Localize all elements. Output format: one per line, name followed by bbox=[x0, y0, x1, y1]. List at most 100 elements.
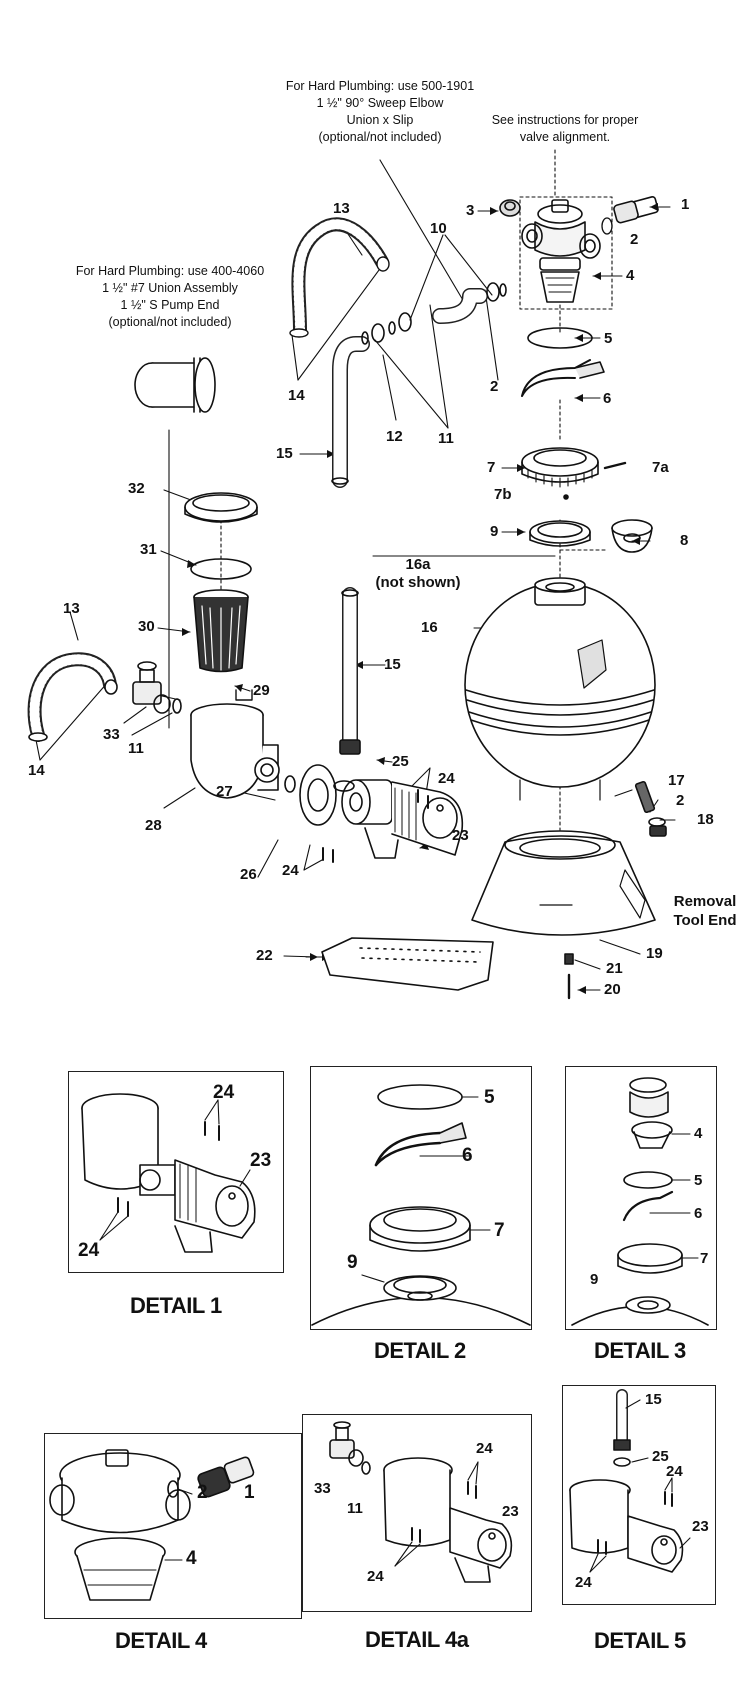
note-line: See instructions for proper bbox=[491, 113, 639, 127]
callout-13-left: 13 bbox=[63, 600, 80, 617]
detail-1-artwork bbox=[81, 1093, 256, 1253]
pump-lid-32 bbox=[184, 492, 258, 523]
hard-plumbing-union-note: For Hard Plumbing: use 400-4060 1 ½" #7 … bbox=[50, 263, 290, 331]
detail-4-title: DETAIL 4 bbox=[115, 1628, 207, 1653]
detail-3-label-5: 5 bbox=[694, 1172, 703, 1189]
note-line: For Hard Plumbing: use 400-4060 bbox=[75, 264, 265, 278]
gauge-3 bbox=[499, 199, 521, 217]
pipe-15-middle bbox=[339, 587, 361, 755]
detail-3-box bbox=[565, 1066, 717, 1330]
diffuser-8 bbox=[611, 519, 653, 553]
detail-2-box bbox=[310, 1066, 532, 1330]
hard-plumbing-elbow-note: For Hard Plumbing: use 500-1901 1 ½" 90°… bbox=[260, 78, 500, 146]
valve-alignment-note: See instructions for proper valve alignm… bbox=[470, 112, 660, 146]
callout-16: 16 bbox=[421, 619, 438, 636]
note-line: Tool End bbox=[673, 912, 737, 929]
oring-5 bbox=[527, 327, 593, 349]
detail-1-label-24-top: 24 bbox=[213, 1082, 235, 1103]
callout-13-top: 13 bbox=[333, 200, 350, 217]
detail-2-title: DETAIL 2 bbox=[374, 1338, 466, 1363]
detail-4-label-4: 4 bbox=[186, 1548, 197, 1569]
detail-2-artwork bbox=[311, 1084, 531, 1326]
note-line: Removal bbox=[673, 893, 737, 910]
detail-3-label-7: 7 bbox=[700, 1250, 709, 1267]
detail-2-label-6: 6 bbox=[462, 1145, 473, 1166]
nut-21 bbox=[564, 953, 574, 965]
note-line: 1 ½" S Pump End bbox=[120, 298, 220, 312]
callout-23: 23 bbox=[452, 827, 469, 844]
detail-4a-title: DETAIL 4a bbox=[365, 1627, 469, 1652]
callout-6: 6 bbox=[603, 390, 612, 407]
pump-motor-23 bbox=[341, 779, 464, 859]
callout-2-elbow: 2 bbox=[490, 378, 499, 395]
oring-2 bbox=[601, 217, 613, 235]
note-line: (not shown) bbox=[375, 574, 461, 591]
detail-5-box bbox=[562, 1385, 716, 1605]
detail-4-label-2: 2 bbox=[197, 1482, 208, 1503]
callout-33: 33 bbox=[103, 726, 120, 743]
callout-2-drain: 2 bbox=[676, 792, 685, 809]
hose-13-top bbox=[289, 217, 390, 338]
callout-3: 3 bbox=[466, 202, 475, 219]
callout-18: 18 bbox=[697, 811, 714, 828]
union-assembly-illustration bbox=[134, 357, 216, 413]
callout-24-top: 24 bbox=[438, 770, 455, 787]
detail-5-title: DETAIL 5 bbox=[594, 1628, 686, 1653]
detail-3-label-9: 9 bbox=[590, 1271, 599, 1288]
callout-11-left: 11 bbox=[128, 740, 144, 757]
pump-base-22 bbox=[321, 937, 494, 991]
gate-valve-33 bbox=[132, 661, 171, 714]
callout-24-bottom: 24 bbox=[282, 862, 299, 879]
callout-15-middle: 15 bbox=[384, 656, 401, 673]
callout-8: 8 bbox=[680, 532, 689, 549]
callout-27: 27 bbox=[216, 783, 233, 800]
clamp-ring-7 bbox=[521, 447, 599, 488]
callout-19: 19 bbox=[646, 945, 663, 962]
nut-7b bbox=[563, 494, 569, 500]
detail-4a-box bbox=[302, 1414, 532, 1612]
callout-14-left: 14 bbox=[28, 762, 45, 779]
detail-2-label-9: 9 bbox=[347, 1252, 358, 1273]
screw-7a bbox=[603, 461, 627, 470]
detail-5-artwork bbox=[569, 1389, 691, 1573]
detail-4-artwork bbox=[49, 1449, 255, 1601]
oring-11-left bbox=[172, 698, 182, 714]
note-line: Union x Slip bbox=[346, 113, 414, 127]
callout-5: 5 bbox=[604, 330, 613, 347]
screws-24 bbox=[322, 789, 429, 863]
multiport-valve bbox=[521, 199, 601, 303]
not-shown-note: 16a (not shown) bbox=[368, 556, 468, 592]
removal-tool-note: Removal Tool End bbox=[660, 892, 750, 930]
detail-5-label-24-bottom: 24 bbox=[575, 1574, 592, 1591]
note-line: (optional/not included) bbox=[318, 130, 442, 144]
oring-25 bbox=[333, 780, 355, 792]
callout-14-top: 14 bbox=[288, 387, 305, 404]
gasket-9 bbox=[529, 520, 591, 547]
detail-4-label-1: 1 bbox=[244, 1482, 255, 1503]
callout-9: 9 bbox=[490, 523, 499, 540]
note-line: 1 ½" #7 Union Assembly bbox=[102, 281, 238, 295]
detail-2-label-7: 7 bbox=[494, 1220, 505, 1241]
detail-3-label-4: 4 bbox=[694, 1125, 703, 1142]
detail-4a-label-11: 11 bbox=[347, 1500, 363, 1517]
callout-28: 28 bbox=[145, 817, 162, 834]
hose-13-left bbox=[27, 652, 118, 742]
callout-12: 12 bbox=[386, 428, 403, 445]
detail-5-label-15: 15 bbox=[645, 1391, 662, 1408]
note-line: valve alignment. bbox=[519, 130, 611, 144]
note-line: 16a bbox=[405, 556, 431, 573]
detail-1-label-24-bottom: 24 bbox=[78, 1240, 100, 1261]
detail-4a-label-23: 23 bbox=[502, 1503, 519, 1520]
callout-15-top: 15 bbox=[276, 445, 293, 462]
callout-21: 21 bbox=[606, 960, 623, 977]
tank-base-19 bbox=[471, 830, 656, 936]
detail-5-label-25: 25 bbox=[652, 1448, 669, 1465]
detail-1-label-23: 23 bbox=[250, 1150, 272, 1171]
callout-22: 22 bbox=[256, 947, 273, 964]
callout-10: 10 bbox=[430, 220, 447, 237]
callout-29: 29 bbox=[253, 682, 270, 699]
detail-4a-artwork bbox=[329, 1421, 513, 1583]
callout-20: 20 bbox=[604, 981, 621, 998]
callout-7a: 7a bbox=[652, 459, 669, 476]
